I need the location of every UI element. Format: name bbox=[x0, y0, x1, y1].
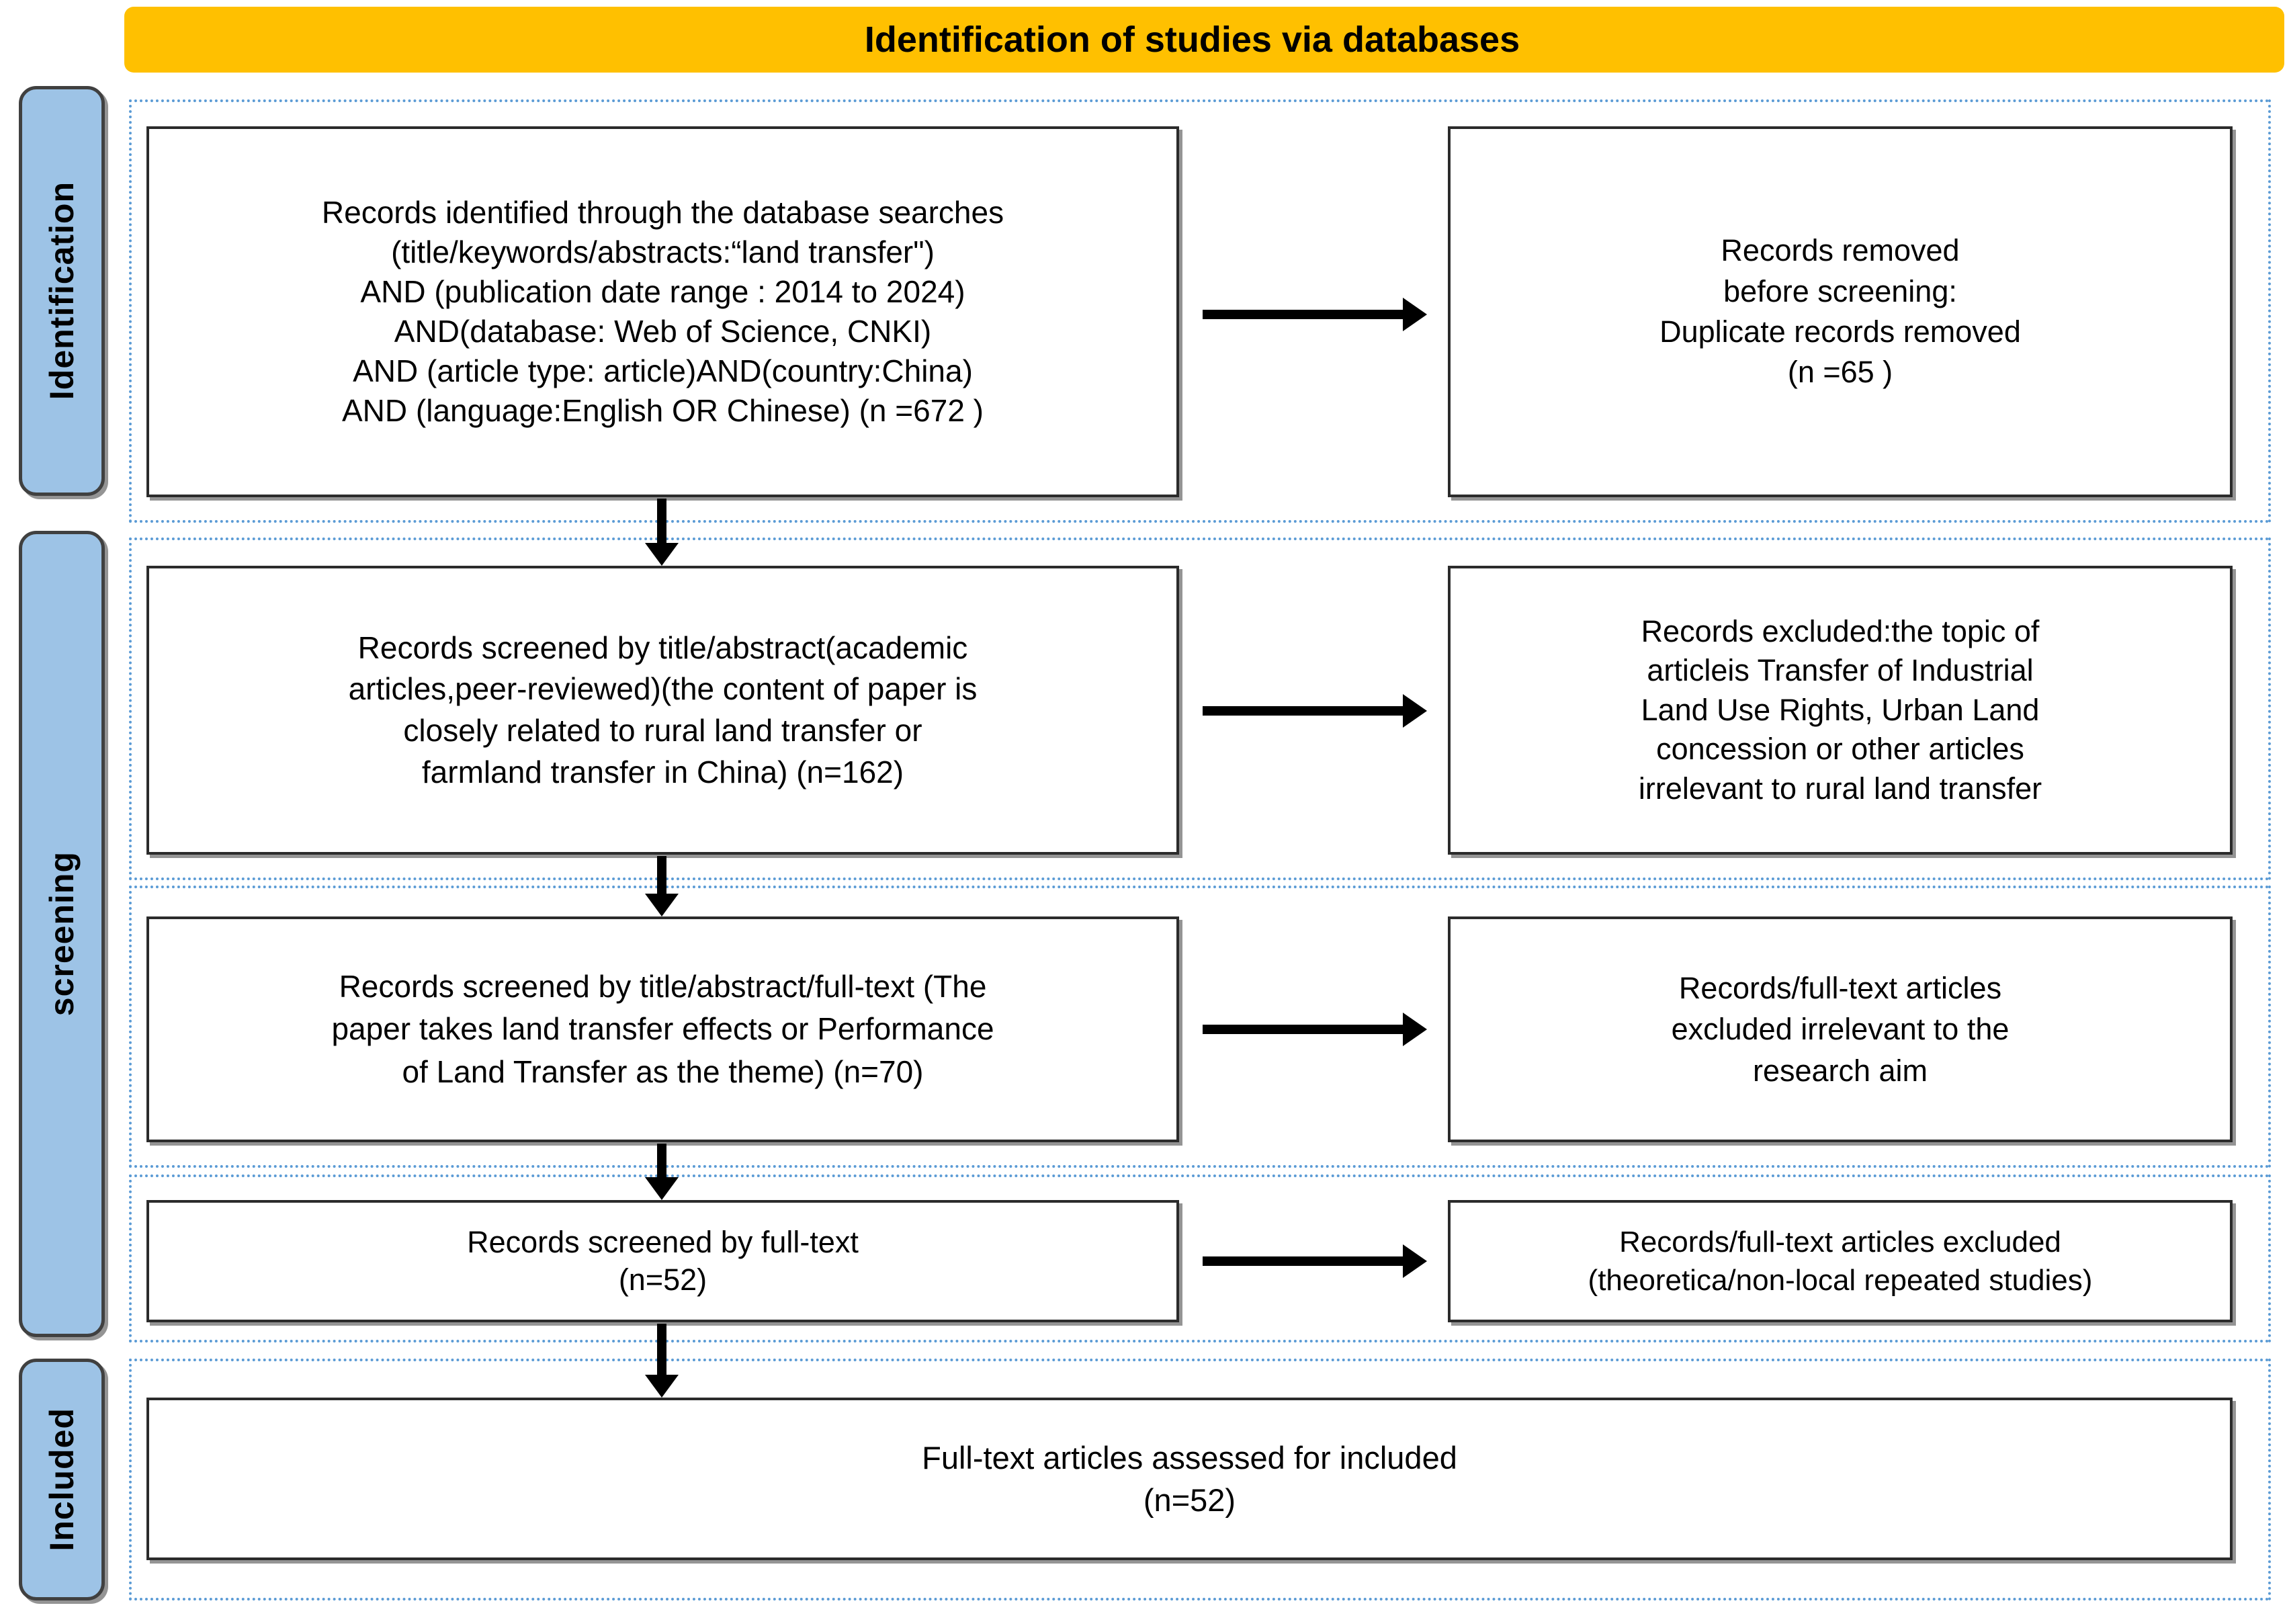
stage-label-identification: Identification bbox=[19, 86, 105, 496]
box-records-screened-fulltext: Records screened by full-text (n=52) bbox=[146, 1200, 1179, 1322]
box-records-screened-fulltext-theme-text: Records screened by title/abstract/full-… bbox=[331, 968, 994, 1089]
stage-label-included: Included bbox=[19, 1359, 105, 1600]
arrow-identified-to-screened bbox=[657, 499, 666, 544]
row-container-screening-1 bbox=[129, 538, 2271, 880]
arrow-identified-to-removed bbox=[1203, 310, 1404, 319]
box-records-screened-fulltext-theme: Records screened by title/abstract/full-… bbox=[146, 916, 1179, 1142]
row-container-screening-3 bbox=[129, 1174, 2271, 1342]
stage-label-screening: screening bbox=[19, 531, 105, 1337]
arrow-to-fulltext-screened bbox=[657, 1144, 666, 1179]
box-records-removed: Records removed before screening: Duplic… bbox=[1448, 126, 2233, 497]
box-records-excluded-theoretical: Records/full-text articles excluded (the… bbox=[1448, 1200, 2233, 1322]
box-records-identified: Records identified through the database … bbox=[146, 126, 1179, 497]
banner-title: Identification of studies via databases bbox=[864, 19, 1520, 60]
stage-label-identification-text: Identification bbox=[43, 181, 81, 400]
box-records-excluded-theoretical-text: Records/full-text articles excluded (the… bbox=[1588, 1225, 2093, 1297]
header-banner: Identification of studies via databases bbox=[124, 7, 2284, 73]
box-records-screened-title-abstract: Records screened by title/abstract(acade… bbox=[146, 566, 1179, 855]
arrow-screened-to-excluded-topic bbox=[1203, 706, 1404, 716]
box-fulltext-articles-included-text: Full-text articles assessed for included… bbox=[922, 1439, 1457, 1518]
box-records-identified-text: Records identified through the database … bbox=[321, 195, 1004, 428]
box-fulltext-articles-included: Full-text articles assessed for included… bbox=[146, 1398, 2233, 1560]
arrow-screened-to-fulltext-screen bbox=[657, 856, 666, 895]
box-records-excluded-research-aim-text: Records/full-text articles excluded irre… bbox=[1671, 971, 2010, 1088]
row-container-identification bbox=[129, 99, 2271, 523]
box-records-excluded-research-aim: Records/full-text articles excluded irre… bbox=[1448, 916, 2233, 1142]
box-records-screened-title-abstract-text: Records screened by title/abstract(acade… bbox=[348, 630, 978, 789]
box-records-excluded-topic-text: Records excluded:the topic of articleis … bbox=[1638, 613, 2042, 806]
stage-label-included-text: Included bbox=[43, 1408, 81, 1551]
box-records-screened-fulltext-text: Records screened by full-text (n=52) bbox=[467, 1225, 859, 1297]
arrow-to-included bbox=[657, 1324, 666, 1376]
arrow-screened-to-excluded-aim bbox=[1203, 1025, 1404, 1034]
box-records-removed-text: Records removed before screening: Duplic… bbox=[1659, 233, 2021, 390]
box-records-excluded-topic: Records excluded:the topic of articleis … bbox=[1448, 566, 2233, 855]
row-container-included bbox=[129, 1359, 2271, 1600]
arrow-fulltext-to-excluded-theoretical bbox=[1203, 1256, 1404, 1266]
row-container-screening-2 bbox=[129, 886, 2271, 1168]
stage-label-screening-text: screening bbox=[43, 851, 81, 1017]
